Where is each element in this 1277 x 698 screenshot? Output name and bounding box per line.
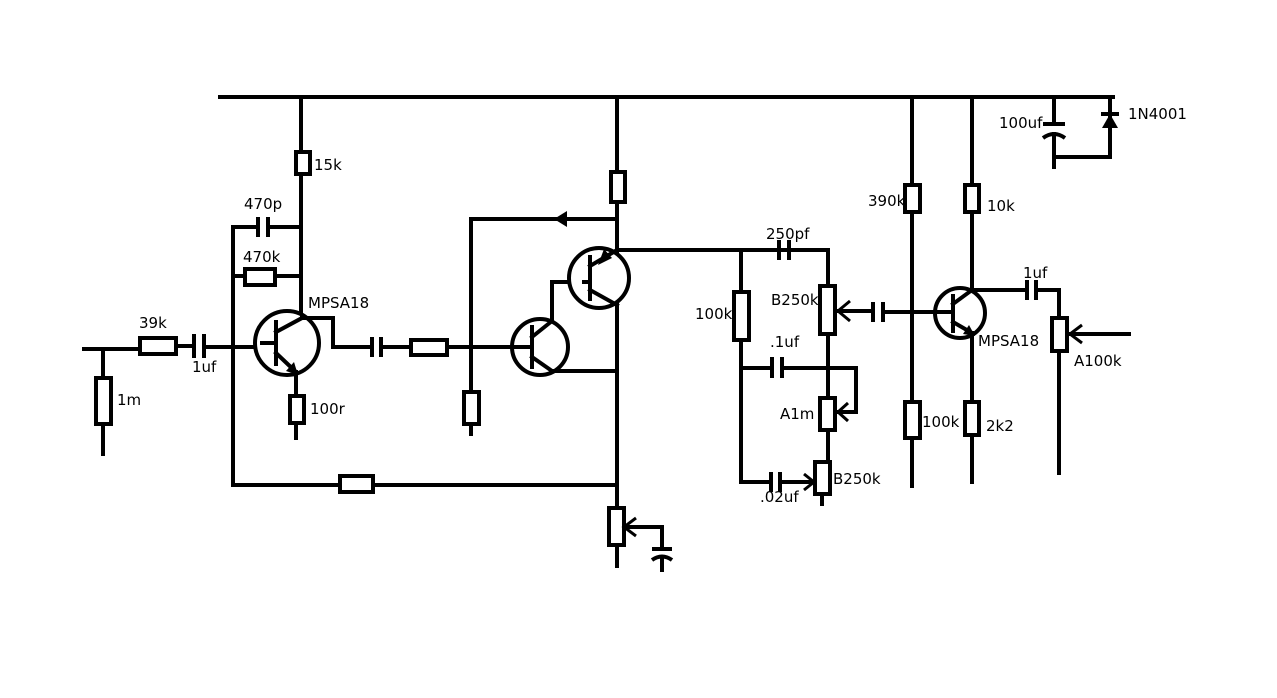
first-stage — [231, 150, 515, 487]
label-mpsa18-q1: MPSA18 — [308, 294, 369, 312]
label-2k2: 2k2 — [986, 417, 1014, 435]
resistor-feedback — [338, 474, 375, 494]
label-01uf: .1uf — [770, 333, 800, 351]
transistor-q3 — [567, 246, 631, 310]
diode-1n4001 — [1101, 112, 1119, 128]
label-a100k: A100k — [1074, 352, 1122, 370]
resistor-10k — [963, 183, 981, 214]
label-390k: 390k — [868, 192, 906, 210]
emitter-arrow-icon — [598, 249, 612, 265]
potentiometer-a1m — [818, 396, 837, 432]
tone-stack — [732, 240, 874, 506]
resistor-1m — [94, 376, 113, 426]
label-100k-bias: 100k — [922, 413, 960, 431]
power-filter — [1041, 112, 1119, 169]
potentiometer-b250k-top — [818, 284, 837, 336]
label-mpsa18-out: MPSA18 — [978, 332, 1039, 350]
label-1uf-input: 1uf — [192, 358, 217, 376]
output-stage — [871, 183, 1131, 488]
label-a1m: A1m — [780, 405, 814, 423]
resistor-100k-bias — [903, 400, 922, 440]
potentiometer-b250k-bottom — [813, 460, 832, 496]
resistor-100r — [288, 394, 306, 425]
resistor-collector — [609, 170, 627, 204]
label-1n4001: 1N4001 — [1128, 105, 1187, 123]
resistor-39k — [138, 336, 178, 356]
label-1uf-output: 1uf — [1023, 264, 1048, 282]
label-100uf: 100uf — [999, 114, 1043, 132]
label-100k-tone: 100k — [695, 305, 733, 323]
potentiometer-trim — [607, 506, 626, 547]
label-100r: 100r — [310, 400, 346, 418]
label-10k: 10k — [987, 197, 1015, 215]
component-labels: 1m 39k 1uf 470p 470k 15k MPSA18 100r 250… — [117, 105, 1187, 506]
resistor-2k2 — [963, 400, 981, 437]
resistor-100k-tone — [732, 290, 751, 342]
resistor-15k — [294, 150, 312, 176]
darlington-stage — [231, 170, 792, 572]
transistor-q1 — [253, 309, 321, 377]
label-15k: 15k — [314, 156, 342, 174]
label-470p: 470p — [244, 195, 282, 213]
input-stage — [82, 334, 264, 456]
feedback-arrow-icon — [554, 211, 567, 227]
supply-rail — [218, 95, 1115, 187]
resistor-base-bias — [462, 390, 481, 426]
label-b250k-bottom: B250k — [833, 470, 881, 488]
label-39k: 39k — [139, 314, 167, 332]
resistor-390k — [903, 183, 922, 214]
potentiometer-a100k — [1050, 316, 1069, 353]
label-b250k-top: B250k — [771, 291, 819, 309]
label-1m: 1m — [117, 391, 141, 409]
label-002uf: .02uf — [760, 488, 799, 506]
label-470k: 470k — [243, 248, 281, 266]
label-250pf: 250pf — [766, 225, 810, 243]
resistor-470k — [243, 267, 277, 287]
resistor-interstage — [409, 338, 449, 357]
